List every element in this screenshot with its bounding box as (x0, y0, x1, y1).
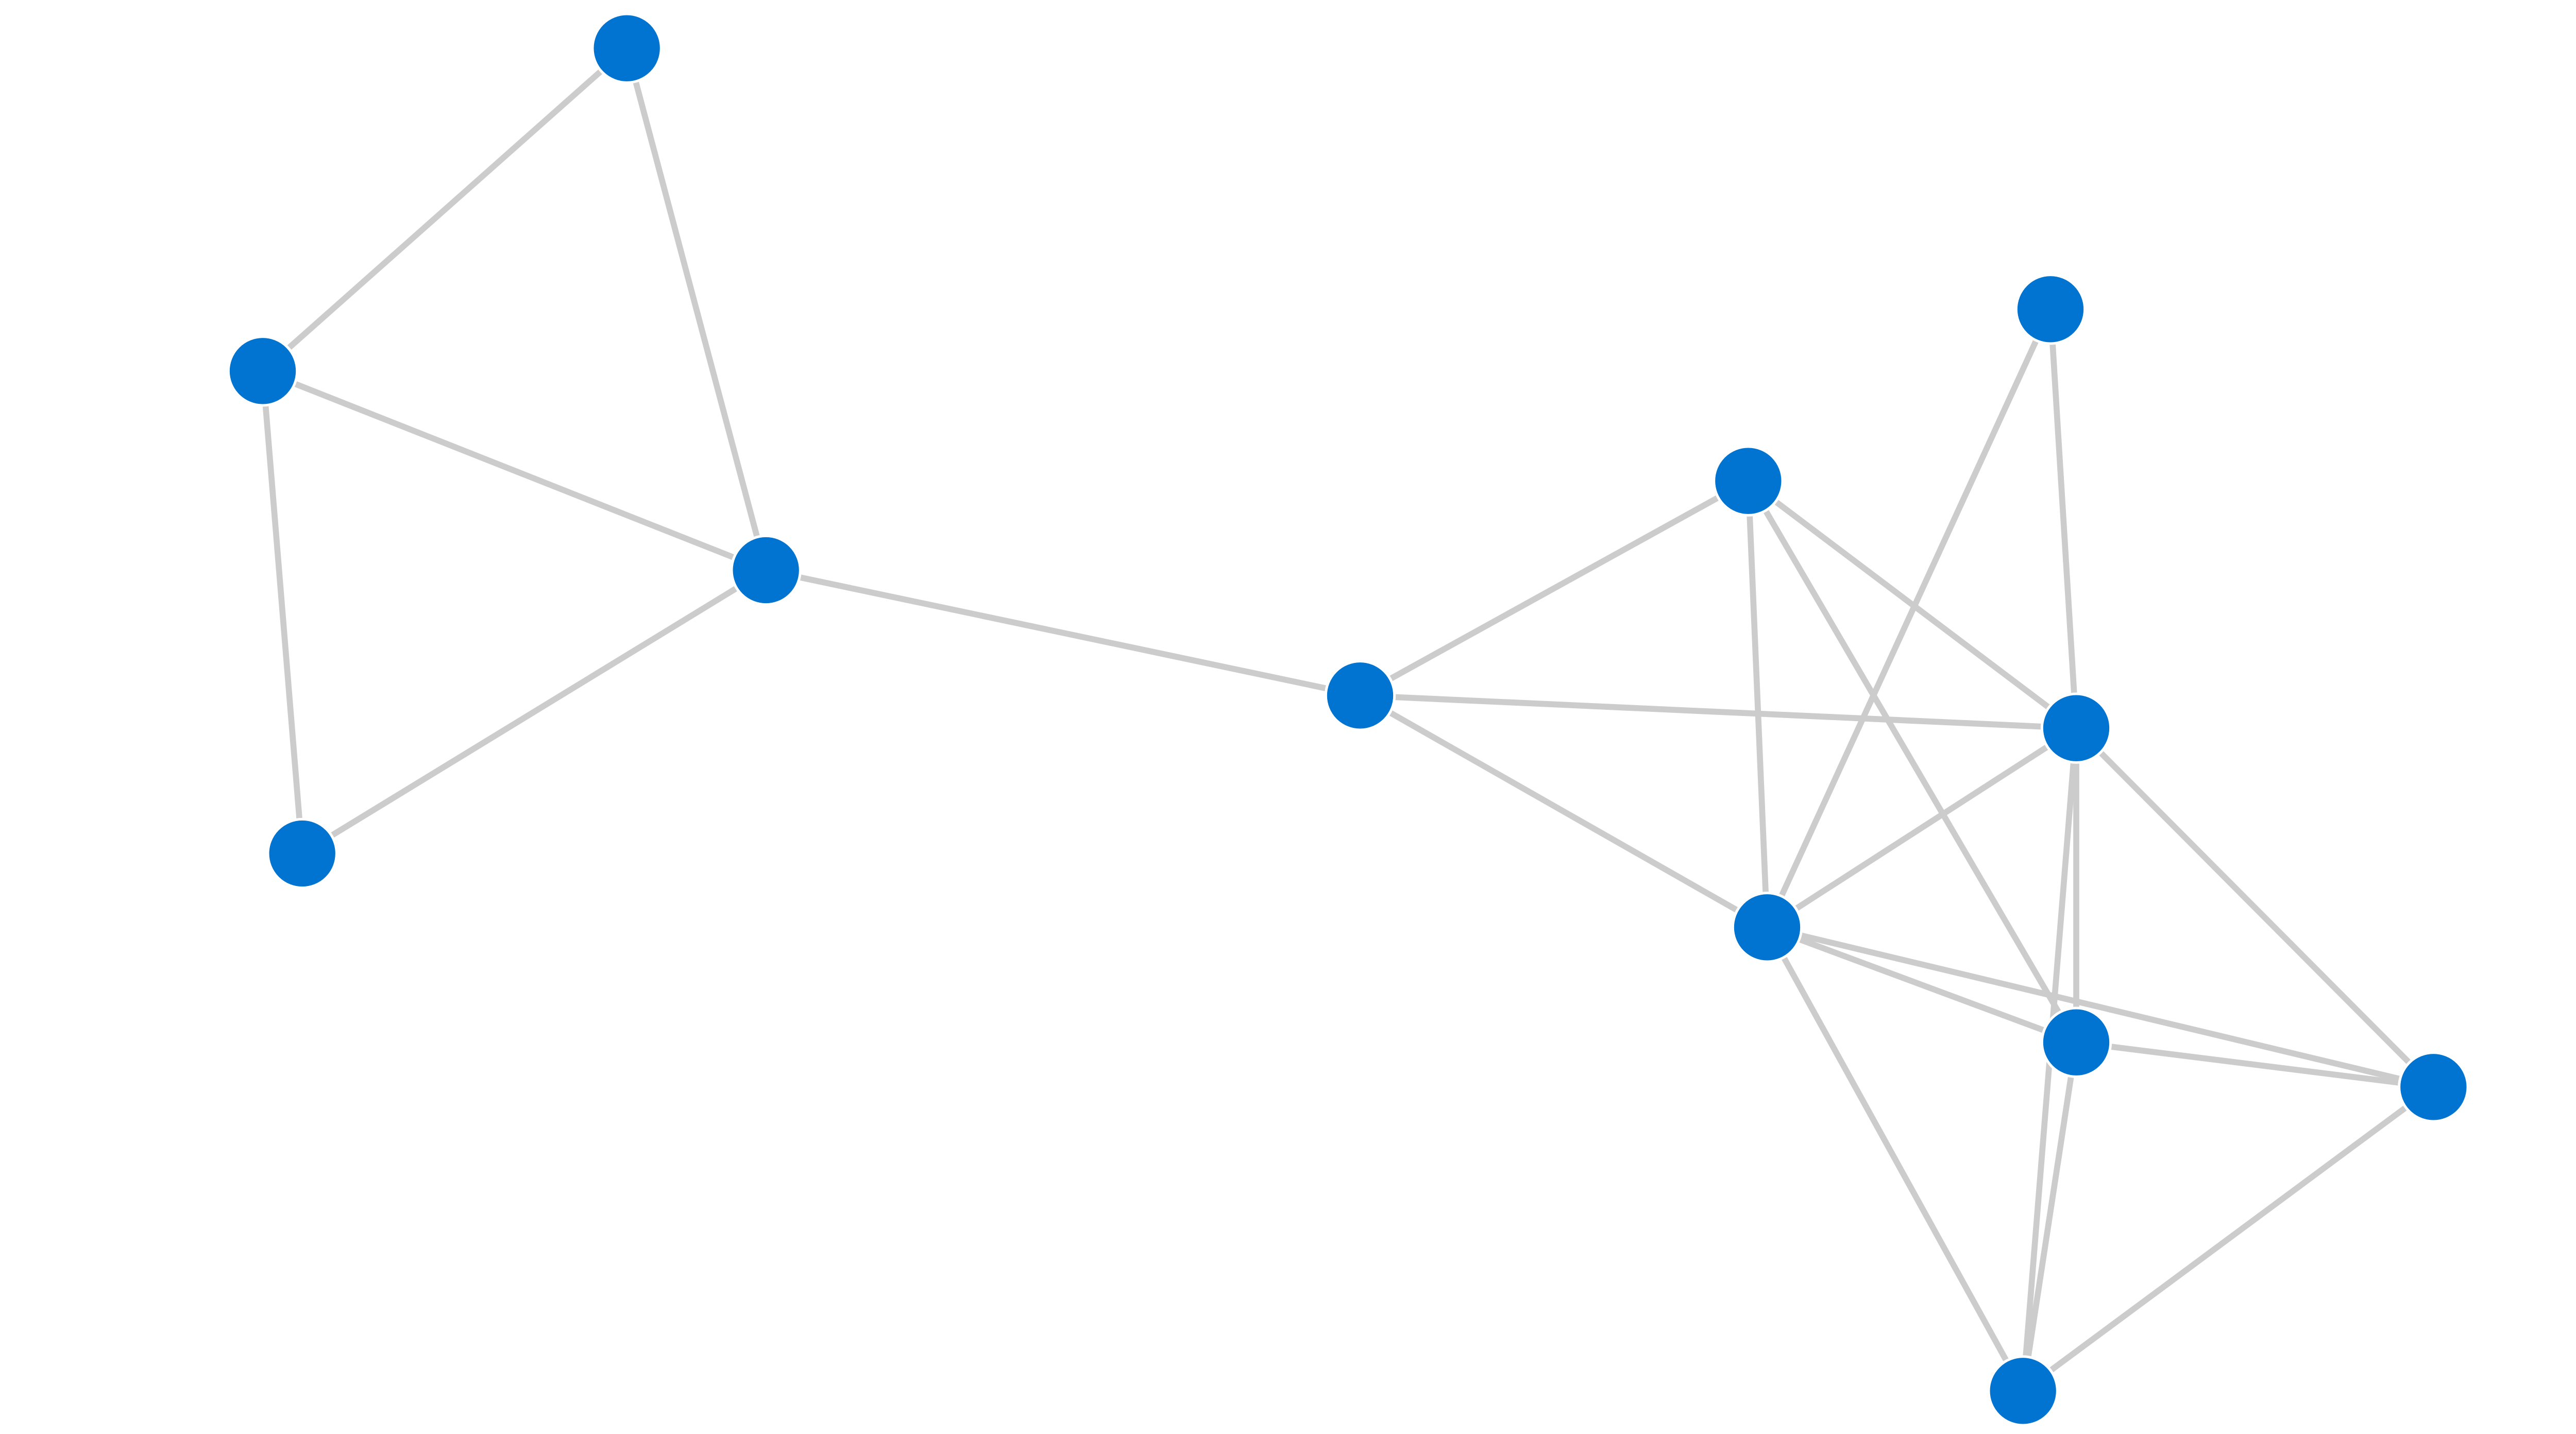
edge-n5-n6 (1359, 478, 1750, 698)
edge-n6-n10 (1745, 479, 2079, 1044)
edges-layer (260, 46, 2436, 1394)
node-n4[interactable] (730, 534, 802, 606)
edge-n1-n2 (261, 46, 629, 373)
node-n2[interactable] (227, 335, 299, 407)
edge-n8-n9 (1765, 725, 2078, 930)
edge-n11-n12 (2021, 1084, 2435, 1394)
edge-n7-n8 (2047, 309, 2079, 729)
node-n11[interactable] (2398, 1051, 2469, 1123)
edge-n9-n10 (1766, 924, 2078, 1046)
edge-n3-n4 (300, 568, 768, 856)
edge-n5-n8 (1360, 692, 2077, 731)
node-n9[interactable] (1731, 892, 1803, 963)
node-n6[interactable] (1713, 445, 1784, 517)
nodes-layer (227, 12, 2469, 1427)
edge-n4-n5 (765, 567, 1361, 699)
edge-n10-n12 (2020, 1042, 2079, 1392)
node-n5[interactable] (1324, 660, 1396, 731)
edge-n9-n11 (1766, 924, 2434, 1090)
edge-n6-n9 (1745, 481, 1770, 928)
edge-n7-n9 (1764, 308, 2054, 929)
edge-n2-n3 (260, 370, 306, 854)
edge-n9-n12 (1764, 926, 2026, 1393)
node-n10[interactable] (2040, 1006, 2112, 1078)
edge-n10-n11 (2076, 1039, 2434, 1090)
edge-n8-n11 (2074, 726, 2436, 1089)
edge-n1-n4 (624, 47, 769, 571)
node-n8[interactable] (2040, 692, 2112, 764)
edge-n2-n4 (261, 368, 767, 573)
node-n7[interactable] (2014, 274, 2087, 345)
node-n1[interactable] (591, 12, 663, 84)
node-n12[interactable] (1987, 1355, 2059, 1427)
edge-n5-n9 (1359, 693, 1769, 930)
node-n3[interactable] (266, 817, 338, 890)
